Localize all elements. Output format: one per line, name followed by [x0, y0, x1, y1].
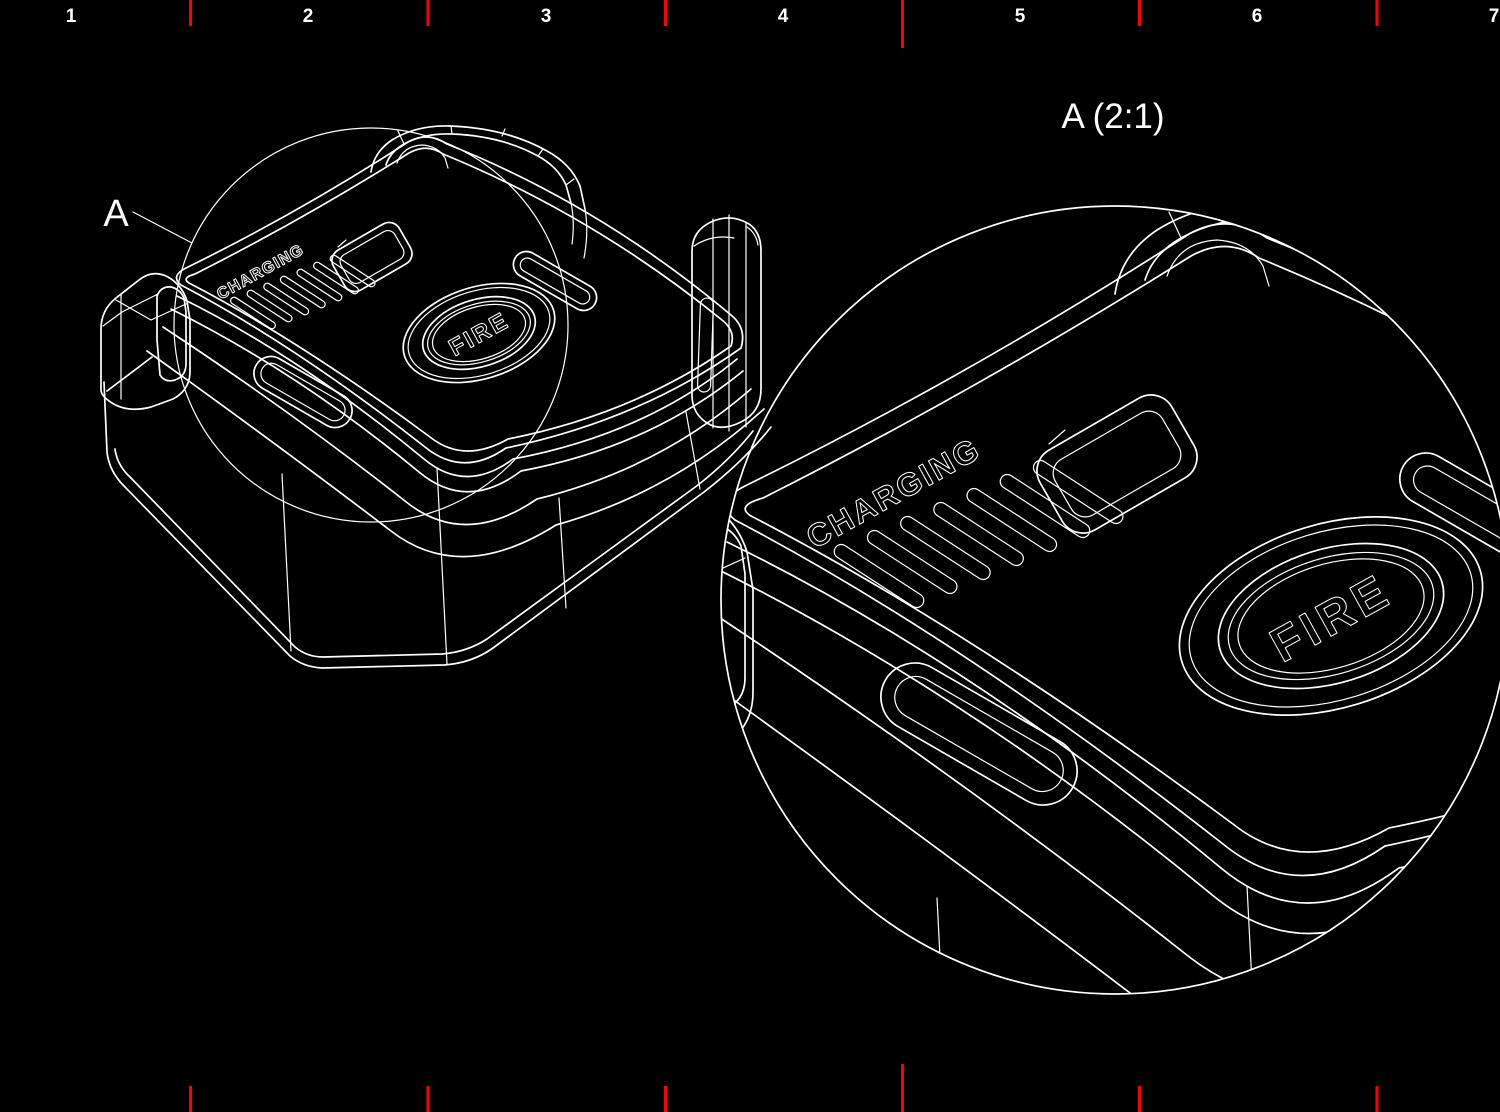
detail-view-content	[721, 206, 1500, 994]
ruler-number: 7	[1489, 6, 1500, 27]
main-view: A	[100, 125, 772, 669]
detail-circle-A	[174, 128, 568, 522]
ruler-number: 3	[541, 6, 552, 27]
detail-view-title: A (2:1)	[1061, 97, 1164, 136]
ruler-number: 5	[1015, 6, 1026, 27]
detail-label-A: A	[103, 193, 129, 235]
detail-view-boundary	[721, 206, 1500, 994]
ruler-bottom	[191, 1064, 1378, 1112]
ruler-number: 2	[303, 6, 314, 27]
ruler-number: 1	[66, 6, 77, 27]
detail-leader-line	[133, 212, 192, 243]
ruler-top: 1 2 3 4 5 6 7	[66, 0, 1500, 48]
detail-view-A: A (2:1)	[575, 97, 1500, 1112]
ruler-number: 4	[778, 6, 789, 27]
ruler-number: 6	[1252, 6, 1263, 27]
